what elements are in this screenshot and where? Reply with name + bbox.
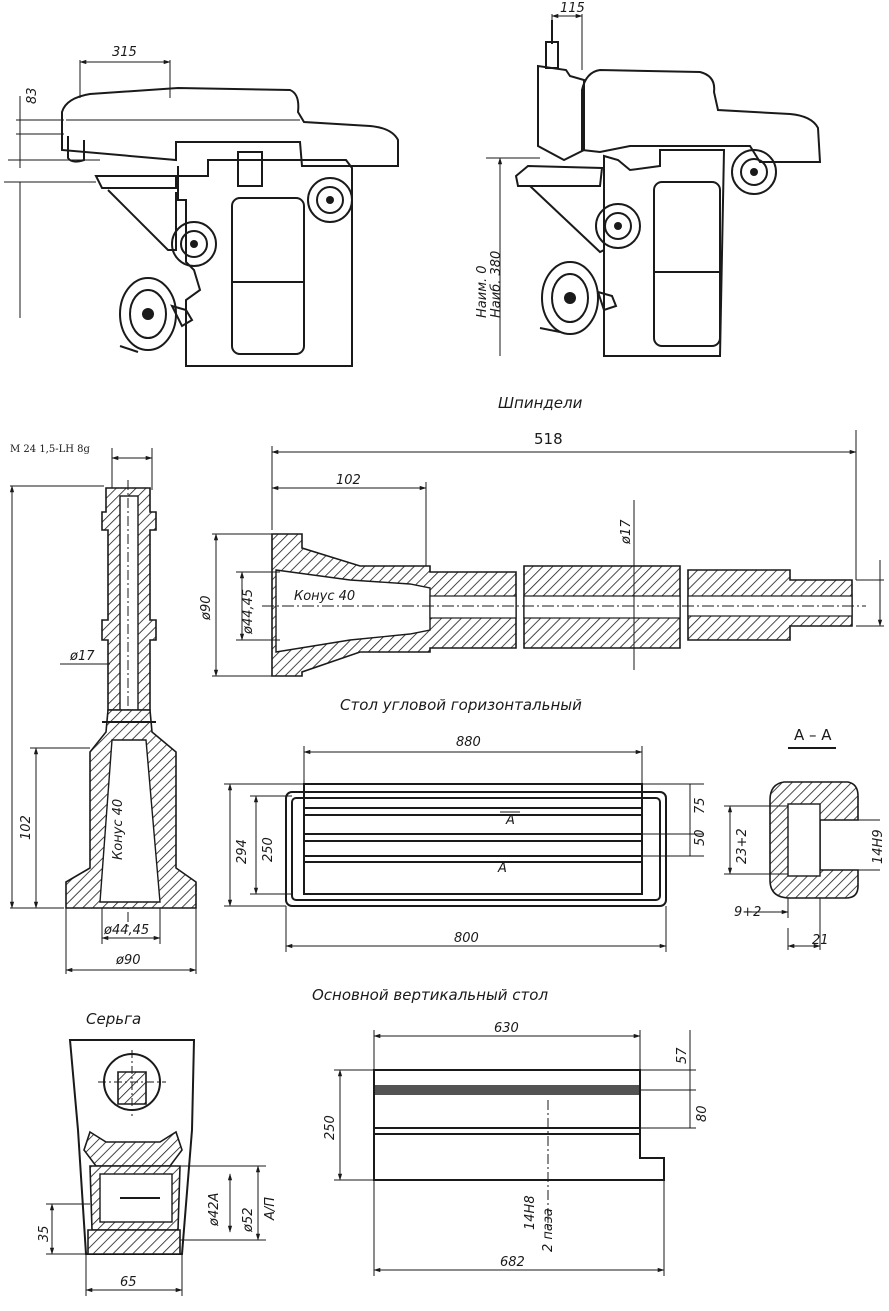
dim-phi42: ø42A	[207, 1193, 222, 1227]
dim-315: 315	[112, 45, 137, 60]
thread-label: M 24 1,5-LH 8g	[10, 444, 91, 455]
angle-table: А А 880 800 294 250 75 50	[224, 735, 708, 952]
vertical-spindle: M 24 1,5-LH 8g Конус 40 ø17 102 ø44,45 ø…	[9, 444, 197, 974]
dim-250: 250	[261, 837, 276, 862]
fit-label: A/П	[263, 1197, 278, 1221]
dim-80: 80	[695, 1105, 710, 1122]
dim-102-horizontal: 102	[336, 473, 361, 488]
dim-14h9: 14H9	[871, 829, 886, 864]
dim-880: 880	[456, 735, 481, 750]
main-vertical-table: 630 682 250 57 80 14H8 2 паза	[323, 1021, 710, 1276]
title-angle-table: Стол угловой горизонтальный	[340, 696, 582, 714]
dim-50: 50	[693, 829, 708, 846]
dim-115: 115	[560, 1, 585, 16]
section-marker-top: А	[505, 813, 515, 828]
machine-right-view: 115 Наим. 0 Наиб. 380	[475, 1, 822, 357]
dim-83: 83	[25, 87, 40, 104]
label-naim: Наим. 0	[475, 265, 490, 318]
label-two-grooves: 2 паза	[541, 1208, 556, 1252]
dim-35: 35	[37, 1225, 52, 1242]
label-naib: Наиб. 380	[489, 251, 504, 318]
dim-phi44-horizontal: ø44,45	[241, 589, 256, 635]
section-aa: 23+2 14H9 9+2 21	[724, 781, 886, 950]
dim-phi44-vertical: ø44,45	[103, 923, 149, 938]
title-main-table: Основной вертикальный стол	[312, 986, 548, 1004]
dim-518: 518	[534, 430, 563, 448]
section-aa-title: А – А	[794, 726, 832, 744]
title-spindles: Шпиндели	[498, 394, 583, 412]
dim-phi17-vertical: ø17	[69, 649, 95, 664]
dim-75: 75	[693, 797, 708, 814]
cone-label-horizontal: Конус 40	[294, 589, 355, 604]
dim-phi90-vertical: ø90	[115, 953, 141, 968]
dim-65: 65	[120, 1275, 137, 1290]
dim-9: 9+2	[734, 905, 761, 920]
dim-250-main: 250	[323, 1115, 338, 1140]
dim-phi90-horizontal: ø90	[199, 596, 214, 622]
dim-294: 294	[235, 839, 250, 864]
dim-phi17-horizontal: ø17	[619, 519, 634, 545]
dim-57: 57	[675, 1047, 690, 1064]
dim-14h8: 14H8	[523, 1195, 538, 1230]
dim-682: 682	[500, 1255, 525, 1270]
dim-21: 21	[812, 933, 829, 948]
dim-23: 23+2	[735, 828, 750, 864]
cone-label-vertical: Конус 40	[111, 799, 126, 860]
dim-phi52: ø52	[241, 1208, 256, 1234]
section-marker-bottom: А	[497, 861, 507, 876]
machine-left-view: 315 83	[4, 45, 399, 367]
dim-630: 630	[494, 1021, 519, 1036]
title-earring: Серьга	[86, 1010, 141, 1028]
dim-102-vertical: 102	[19, 815, 34, 840]
earring-part: ø42A ø52 A/П 35 65	[37, 1039, 278, 1296]
dim-800: 800	[454, 931, 479, 946]
horizontal-spindle: 518 102 Конус 40 ø17 ø90 ø44,45	[199, 430, 884, 677]
